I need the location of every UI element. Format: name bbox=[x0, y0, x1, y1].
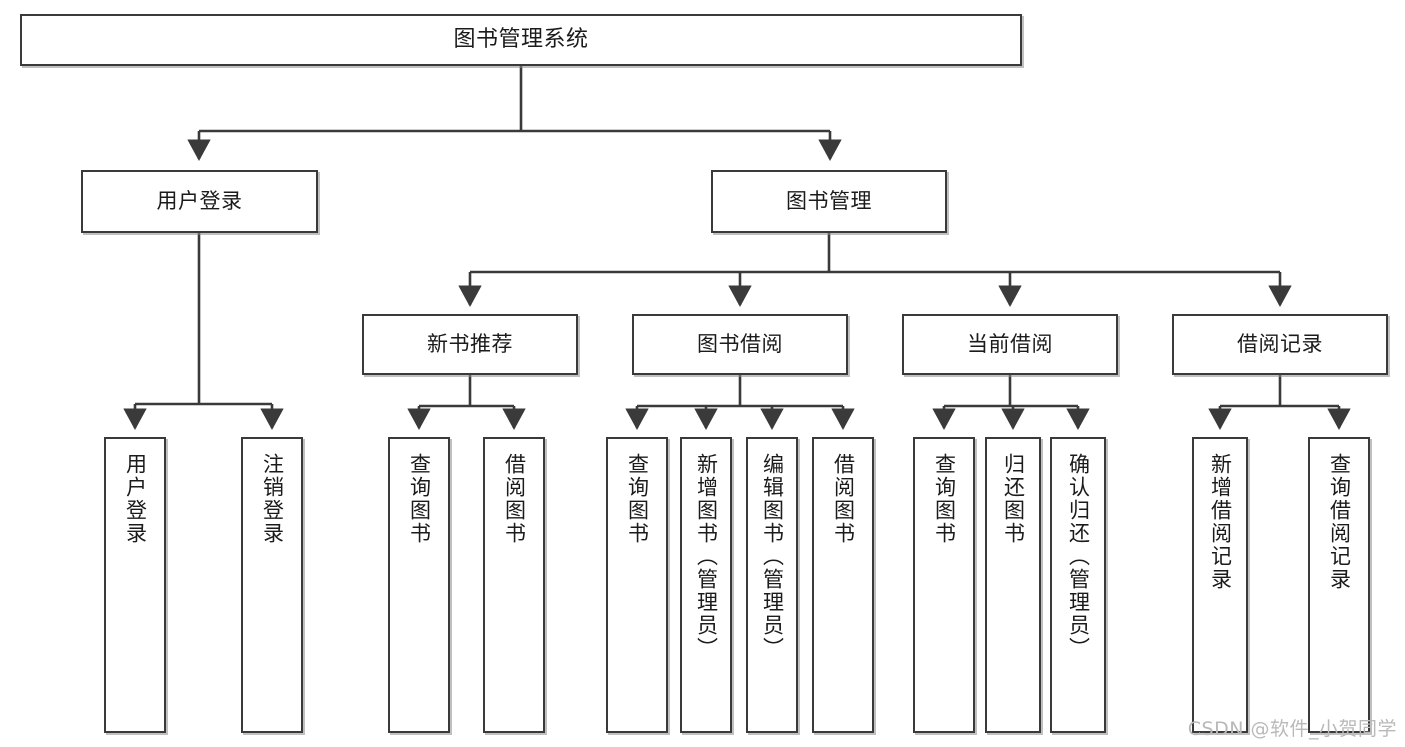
node-leaf-return-book-label: 归还图书 bbox=[1001, 453, 1026, 545]
node-book-manage-label: 图书管理 bbox=[786, 189, 872, 214]
node-current-borrow-label: 当前借阅 bbox=[967, 332, 1053, 357]
node-leaf-user-login-label: 用户登录 bbox=[123, 453, 148, 545]
node-book-manage[interactable]: 图书管理 bbox=[711, 170, 947, 233]
node-new-book-recommend[interactable]: 新书推荐 bbox=[362, 314, 578, 375]
node-borrow-record[interactable]: 借阅记录 bbox=[1172, 314, 1388, 375]
node-root-label: 图书管理系统 bbox=[453, 27, 589, 53]
node-new-book-recommend-label: 新书推荐 bbox=[427, 332, 513, 357]
node-user-login-label: 用户登录 bbox=[156, 189, 243, 214]
node-leaf-add-record-label: 新增借阅记录 bbox=[1208, 453, 1233, 591]
node-leaf-logout-login-label: 注销登录 bbox=[260, 453, 285, 545]
node-leaf-return-book[interactable]: 归还图书 bbox=[985, 437, 1041, 733]
node-leaf-add-book[interactable]: 新增图书（管理员） bbox=[680, 437, 732, 733]
node-leaf-edit-book[interactable]: 编辑图书（管理员） bbox=[746, 437, 798, 733]
node-user-login[interactable]: 用户登录 bbox=[81, 170, 318, 233]
node-book-borrow[interactable]: 图书借阅 bbox=[632, 314, 848, 375]
node-leaf-borrow-book-2-label: 借阅图书 bbox=[831, 453, 856, 545]
node-leaf-query-record-label: 查询借阅记录 bbox=[1327, 453, 1352, 591]
node-leaf-edit-book-label: 编辑图书（管理员） bbox=[760, 453, 785, 660]
node-leaf-borrow-book-2[interactable]: 借阅图书 bbox=[812, 437, 874, 733]
node-leaf-user-login[interactable]: 用户登录 bbox=[104, 437, 166, 733]
node-leaf-borrow-book-1-label: 借阅图书 bbox=[502, 453, 527, 545]
node-leaf-query-book-1-label: 查询图书 bbox=[407, 453, 432, 545]
node-leaf-query-book-2-label: 查询图书 bbox=[625, 453, 650, 545]
node-current-borrow[interactable]: 当前借阅 bbox=[902, 314, 1118, 375]
node-leaf-query-book-1[interactable]: 查询图书 bbox=[388, 437, 450, 733]
csdn-watermark: CSDN @软件_小贺同学 bbox=[1187, 718, 1397, 740]
node-leaf-borrow-book-1[interactable]: 借阅图书 bbox=[483, 437, 545, 733]
node-leaf-confirm-return[interactable]: 确认归还（管理员） bbox=[1050, 437, 1106, 733]
node-borrow-record-label: 借阅记录 bbox=[1237, 332, 1323, 357]
node-leaf-add-book-label: 新增图书（管理员） bbox=[694, 453, 719, 660]
node-book-borrow-label: 图书借阅 bbox=[697, 332, 783, 357]
node-leaf-logout-login[interactable]: 注销登录 bbox=[241, 437, 303, 733]
node-leaf-query-book-3[interactable]: 查询图书 bbox=[913, 437, 975, 733]
node-leaf-add-record[interactable]: 新增借阅记录 bbox=[1192, 437, 1248, 733]
node-leaf-query-record[interactable]: 查询借阅记录 bbox=[1308, 437, 1370, 733]
node-leaf-query-book-2[interactable]: 查询图书 bbox=[606, 437, 668, 733]
node-leaf-confirm-return-label: 确认归还（管理员） bbox=[1066, 453, 1091, 660]
node-root[interactable]: 图书管理系统 bbox=[20, 14, 1022, 66]
node-leaf-query-book-3-label: 查询图书 bbox=[932, 453, 957, 545]
